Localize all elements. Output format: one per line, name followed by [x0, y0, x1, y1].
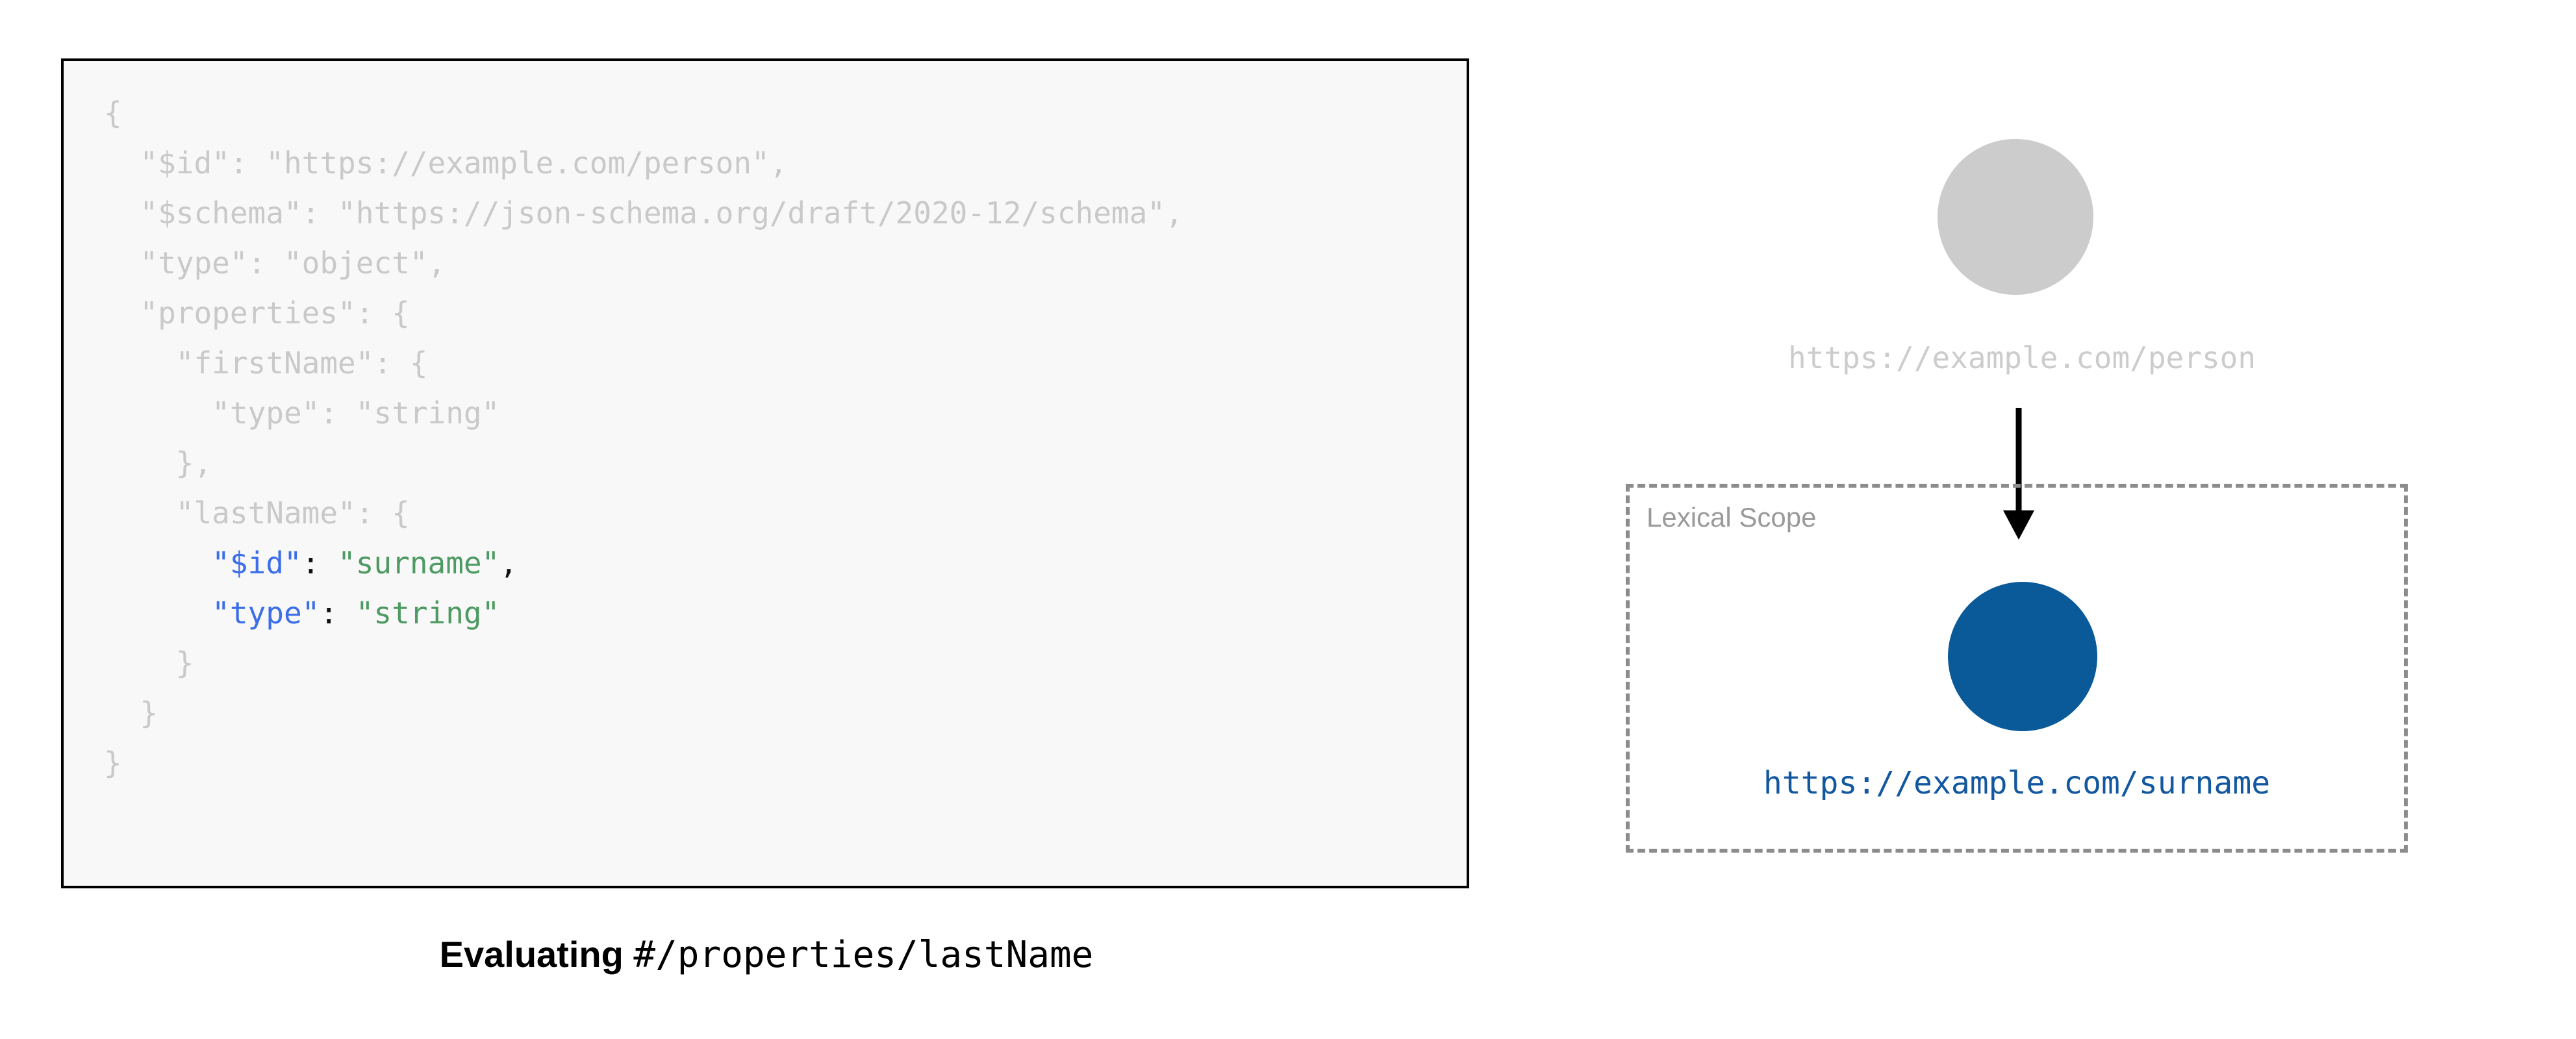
code-token-string: "https://example.com/person" [266, 145, 770, 181]
code-token-punctuation: } [175, 645, 194, 681]
code-line: "type": "object", [104, 238, 1460, 288]
code-token-key: "firstName" [175, 345, 374, 381]
code-indent [104, 245, 140, 281]
code-panel: { "$id": "https://example.com/person", "… [0, 58, 1533, 976]
code-token-key: "type" [140, 245, 248, 281]
code-token-punctuation: : { [355, 495, 410, 531]
scope-diagram-panel: https://example.com/person Lexical Scope… [1533, 0, 2576, 1039]
code-token-key: "lastName" [175, 495, 356, 531]
code-line: { [104, 88, 1460, 138]
caption-left: Evaluating #/properties/lastName [0, 933, 1533, 976]
code-token-string: "https://json-schema.org/draft/2020-12/s… [338, 195, 1165, 231]
code-line: "$id": "https://example.com/person", [104, 138, 1460, 188]
code-token-key: "$id" [140, 145, 230, 181]
code-token-punctuation: , [1165, 195, 1183, 231]
code-lines: { "$id": "https://example.com/person", "… [104, 88, 1460, 788]
code-indent [104, 595, 212, 631]
code-token-punctuation: , [499, 545, 518, 581]
caption-left-pointer: #/properties/lastName [633, 934, 1094, 976]
code-line: }, [104, 438, 1460, 488]
code-token-string: "string" [355, 595, 500, 631]
code-token-punctuation: : { [373, 345, 428, 381]
code-line: } [104, 688, 1460, 738]
code-token-punctuation: : [301, 545, 338, 581]
code-line: } [104, 638, 1460, 688]
lexical-scope-box [1626, 484, 2408, 853]
code-token-punctuation: : { [355, 295, 410, 331]
code-token-key: "type" [212, 395, 320, 431]
code-indent [104, 345, 176, 381]
code-indent [104, 395, 212, 431]
code-indent [104, 195, 140, 231]
code-indent [104, 295, 140, 331]
code-token-key: "$schema" [140, 195, 302, 231]
code-token-punctuation: , [769, 145, 788, 181]
code-block: { "$id": "https://example.com/person", "… [61, 58, 1469, 888]
code-line: } [104, 738, 1460, 788]
inner-schema-node [1948, 582, 2097, 731]
outer-schema-node-label: https://example.com/person [1787, 340, 2256, 375]
code-token-punctuation: : [229, 145, 266, 181]
code-line: "$id": "surname", [104, 538, 1460, 588]
code-token-key: "properties" [140, 295, 356, 331]
code-token-punctuation: { [104, 95, 122, 131]
code-line: "$schema": "https://json-schema.org/draf… [104, 188, 1460, 238]
code-line: "firstName": { [104, 338, 1460, 388]
code-token-string: "surname" [338, 545, 500, 581]
code-indent [104, 645, 176, 681]
code-line: "type": "string" [104, 588, 1460, 638]
code-token-string: "object" [283, 245, 428, 281]
caption-left-strong: Evaluating [439, 934, 634, 975]
code-line: "type": "string" [104, 388, 1460, 438]
code-token-string: "string" [355, 395, 500, 431]
code-token-punctuation: : [320, 395, 356, 431]
code-token-punctuation: } [104, 745, 122, 781]
code-indent [104, 495, 176, 531]
code-indent [104, 695, 140, 731]
code-line: "properties": { [104, 288, 1460, 338]
code-token-punctuation: : [247, 245, 284, 281]
lexical-scope-box-label: Lexical Scope [1647, 502, 1817, 532]
code-token-key: "type" [212, 595, 320, 631]
code-token-punctuation: }, [175, 445, 212, 481]
code-indent [104, 445, 176, 481]
code-token-punctuation: , [427, 245, 446, 281]
code-token-punctuation: } [140, 695, 158, 731]
inner-schema-node-label: https://example.com/surname [1763, 765, 2271, 801]
code-token-punctuation: : [301, 195, 338, 231]
code-indent [104, 545, 212, 581]
code-token-punctuation: : [320, 595, 356, 631]
code-token-key: "$id" [212, 545, 302, 581]
code-indent [104, 145, 140, 181]
outer-schema-node [1938, 139, 2093, 295]
arrow-down-icon [2003, 408, 2034, 540]
code-line: "lastName": { [104, 488, 1460, 538]
